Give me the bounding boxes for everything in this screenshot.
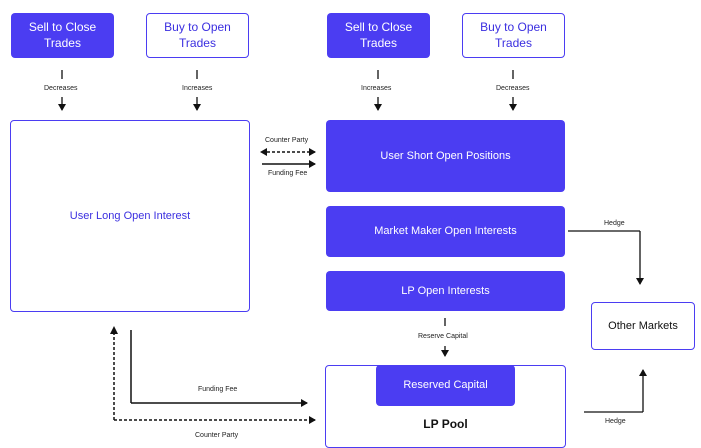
other-markets-box: Other Markets: [591, 302, 695, 350]
funding-fee-top-label: Funding Fee: [268, 170, 308, 177]
counter-party-top-label: Counter Party: [265, 137, 309, 144]
decreases-label-right: Decreases: [496, 85, 530, 92]
reserved-capital-box: Reserved Capital: [376, 365, 515, 406]
lp-open-interests-box: LP Open Interests: [326, 271, 565, 311]
user-short-open-positions-box: User Short Open Positions: [326, 120, 565, 192]
hedge-bottom-label: Hedge: [605, 418, 626, 425]
buy-to-open-trades-right: Buy to Open Trades: [462, 13, 565, 58]
buy-to-open-trades-left: Buy to Open Trades: [146, 13, 249, 58]
decreases-label-left: Decreases: [44, 85, 78, 92]
reserve-capital-label: Reserve Capital: [418, 333, 468, 340]
user-long-open-interest-box: User Long Open Interest: [10, 120, 250, 312]
hedge-top-label: Hedge: [604, 220, 625, 227]
sell-to-close-trades-left: Sell to Close Trades: [11, 13, 114, 58]
counter-party-bottom-label: Counter Party: [195, 432, 239, 439]
increases-label-right: Increases: [361, 85, 392, 92]
funding-fee-bottom-label: Funding Fee: [198, 386, 238, 393]
increases-label-left: Increases: [182, 85, 213, 92]
sell-to-close-trades-right: Sell to Close Trades: [327, 13, 430, 58]
market-maker-open-interests-box: Market Maker Open Interests: [326, 206, 565, 257]
